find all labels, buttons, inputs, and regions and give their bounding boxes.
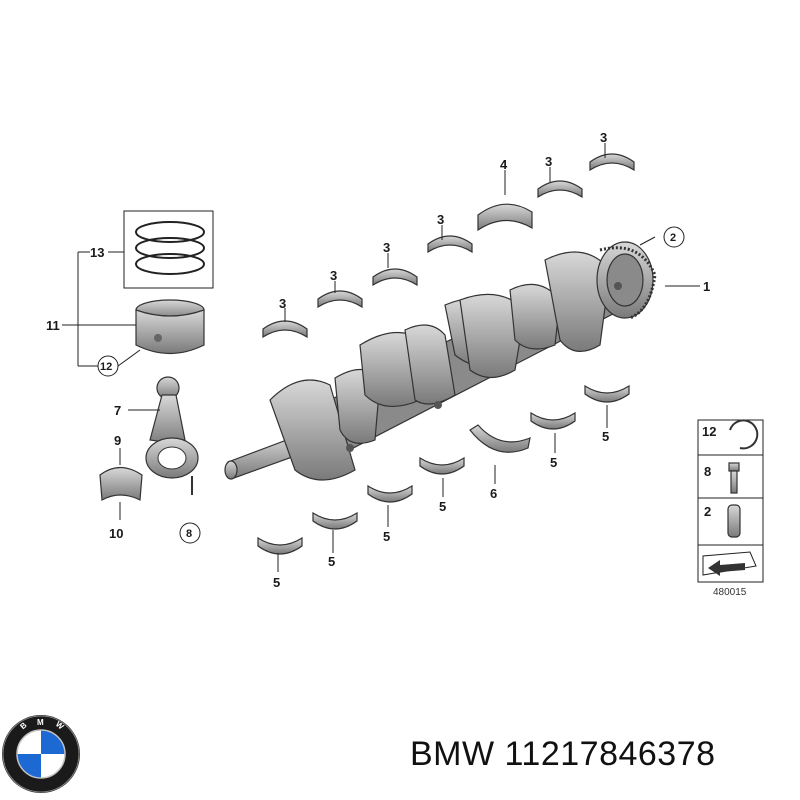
connecting-rod	[145, 376, 199, 495]
legend-label-12: 12	[702, 424, 716, 439]
leader-lines	[62, 143, 700, 572]
upper-bearing-shells	[262, 153, 635, 338]
svg-text:M: M	[37, 718, 44, 727]
brand-name: BMW	[410, 735, 495, 773]
callout-3: 3	[383, 240, 390, 255]
svg-text:B: B	[18, 720, 28, 731]
callout-5: 5	[550, 455, 557, 470]
legend-label-2: 2	[704, 504, 711, 519]
callout-3: 3	[545, 154, 552, 169]
legend-label-8: 8	[704, 464, 711, 479]
svg-text:W: W	[54, 720, 66, 732]
dowel-pin-icon	[727, 504, 741, 538]
callout-5: 5	[383, 529, 390, 544]
reference-number: 480015	[713, 587, 747, 598]
callout-11: 11	[46, 318, 60, 333]
lower-bearing-shells	[257, 385, 630, 555]
piston	[135, 299, 205, 354]
circled-callouts: 12 8 2	[97, 226, 685, 544]
callout-9: 9	[114, 433, 121, 448]
callout-3: 3	[279, 296, 286, 311]
bmw-logo: B M W	[2, 715, 80, 793]
snap-ring-icon	[729, 419, 759, 450]
brand-part-number-caption: BMW 11217846378	[410, 735, 716, 774]
part-number: 11217846378	[504, 735, 716, 773]
callout-5: 5	[602, 429, 609, 444]
pointer-arrow-icon	[702, 551, 757, 576]
crankshaft	[224, 241, 657, 481]
callout-5: 5	[328, 554, 335, 569]
legend-box: 12 8 2	[697, 419, 764, 583]
callout-10: 10	[109, 526, 123, 541]
callout-3: 3	[600, 130, 607, 145]
rod-bearing-shells	[99, 466, 143, 501]
callout-12: 12	[100, 361, 112, 373]
bolt-icon	[728, 462, 740, 494]
callout-5: 5	[273, 575, 280, 590]
callout-1: 1	[703, 279, 710, 294]
callout-2: 2	[670, 232, 676, 244]
piston-rings-box	[123, 210, 214, 289]
callout-3: 3	[330, 268, 337, 283]
callout-5: 5	[439, 499, 446, 514]
callout-labels: 3 3 3 3 4 3 3 1 5 5 5 5 6 5 5 13 11 7 9 …	[46, 130, 710, 590]
callout-3: 3	[437, 212, 444, 227]
callout-4: 4	[500, 157, 508, 172]
callout-7: 7	[114, 403, 121, 418]
callout-13: 13	[90, 245, 104, 260]
callout-6: 6	[490, 486, 497, 501]
callout-8: 8	[186, 528, 192, 540]
